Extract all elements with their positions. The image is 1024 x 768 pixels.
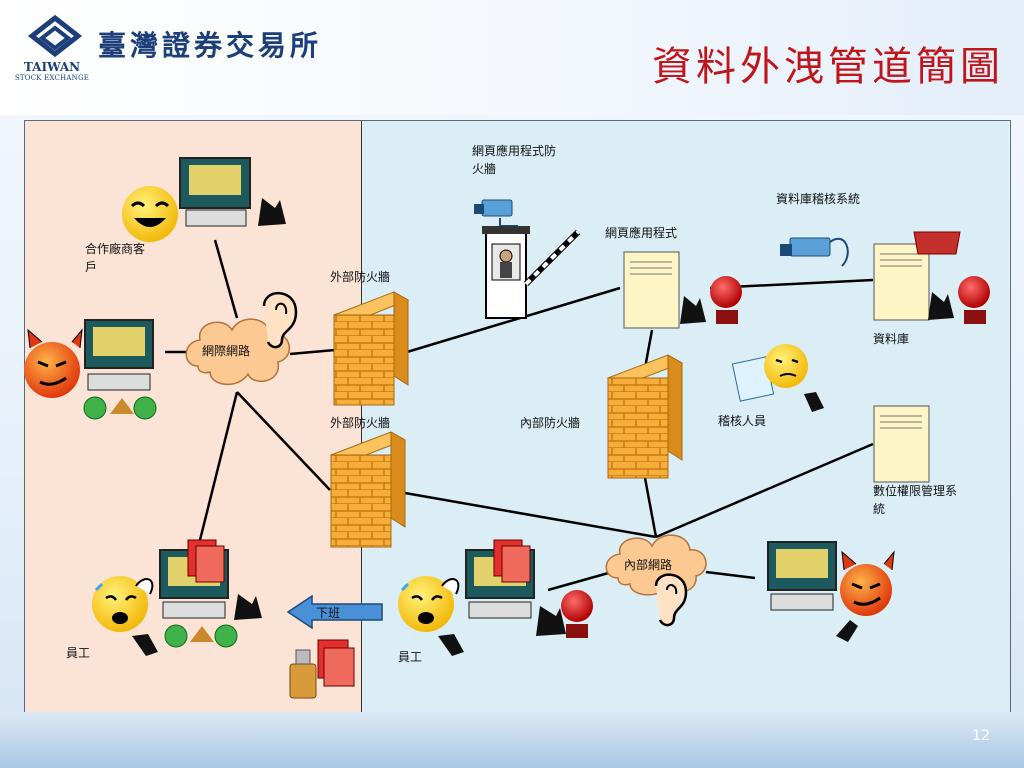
header-band [0,0,1024,115]
p2p-icons-left [83,396,157,420]
camera-icon-waf [474,199,518,227]
connection-lines [165,239,874,592]
computer-icon-employee-right [465,539,566,636]
firewall-icon-internal [606,354,684,479]
ear-icon-intranet [654,573,688,627]
label-web-application: 網頁應用程式 [605,226,678,240]
label-employee-left: 員工 [66,646,91,660]
page-number: 12 [972,728,990,744]
firewall-icon-external-bottom [329,431,407,548]
label-database: 資料庫 [873,332,910,346]
server-icon-database [873,231,961,321]
footer-band [0,712,1024,768]
computer-icon-partner [179,157,286,227]
worried-face-icon-right [398,576,464,656]
computer-icon-employee-left [159,539,262,620]
alarm-icon-employee [561,590,593,638]
label-partner: 合作廠商客戶 [85,242,146,274]
brand-name: 臺灣證券交易所 [98,29,323,62]
usb-drive-icon [289,639,355,699]
worried-face-icon-left [92,576,158,656]
zone-divider [361,121,362,712]
smiley-icon-partner [122,186,178,242]
label-off-work: 下班 [316,606,341,620]
twse-logo-icon [27,14,83,58]
label-web-app-firewall: 網頁應用程式防火牆 [472,144,557,176]
camera-icon-db-audit [780,237,849,267]
computer-icon-attacker [84,319,154,391]
alarm-icon-database [958,276,990,324]
label-employee-right: 員工 [398,650,423,664]
firewall-icon-external-top [332,291,410,406]
logo-name: TAIWAN [23,60,81,74]
logo-subtitle: STOCK EXCHANGE [14,74,90,82]
slide-title: 資料外洩管道簡圖 [652,44,1004,90]
devil-icon-insider [836,550,895,642]
server-icon-webapp [623,251,706,329]
p2p-icons-employee [164,624,238,648]
logo-caption: TAIWAN STOCK EXCHANGE [12,60,92,82]
auditor-icon [731,344,824,412]
label-internet: 網際網路 [202,344,251,358]
server-icon-drm [873,405,930,483]
off-work-arrow [286,594,383,630]
label-intranet: 內部網路 [624,558,673,572]
label-database-audit: 資料庫稽核系統 [776,192,861,206]
guard-booth-icon [482,226,581,319]
label-auditor: 稽核人員 [718,414,767,428]
label-external-firewall-bottom: 外部防火牆 [330,416,391,430]
devil-icon-left [24,328,83,398]
computer-icon-insider [767,541,837,611]
label-drm-system: 數位權限管理系統 [873,484,958,516]
alarm-icon-webapp [710,276,742,324]
label-external-firewall-top: 外部防火牆 [330,270,391,284]
ear-icon-internet [262,291,298,349]
cloud-icon-internet [185,318,291,385]
label-internal-firewall: 內部防火牆 [520,416,581,430]
